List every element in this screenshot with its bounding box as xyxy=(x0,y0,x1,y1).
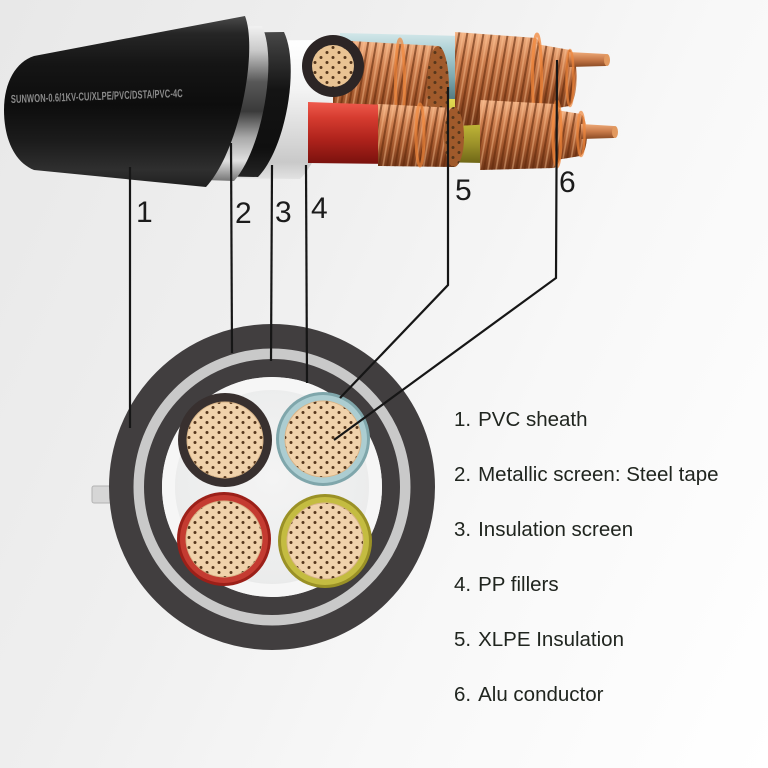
legend-item-number: 2. xyxy=(454,463,472,486)
legend-item-number: 6. xyxy=(454,683,472,706)
callout-number-3: 3 xyxy=(275,196,292,229)
legend-item-xlpe-insulation: 5. XLPE Insulation xyxy=(454,629,764,651)
callout-number-1: 1 xyxy=(136,196,153,229)
callout-numbers: 1 2 3 4 5 6 xyxy=(136,166,576,230)
cable-cross-section xyxy=(91,324,435,650)
cable-3d-view: SUNWON-0.6/1KV-CU/XLPE/PVC/DSTA/PVC-4C xyxy=(4,16,618,187)
legend-item-label: PVC sheath xyxy=(478,408,588,431)
legend-item-number: 1. xyxy=(454,408,472,431)
legend-item-pp-fillers: 4. PP fillers xyxy=(454,574,764,596)
leader-line-5 xyxy=(339,87,450,399)
legend-list: 1. PVC sheath 2. Metallic screen: Steel ta… xyxy=(454,409,764,739)
legend-item-label: Insulation screen xyxy=(478,518,634,541)
leader-line-3 xyxy=(269,164,274,362)
pvc-sheath-layer xyxy=(4,16,250,187)
core-red-cylinder xyxy=(308,102,400,164)
callout-lines xyxy=(128,59,559,441)
cross-core-blue xyxy=(276,392,370,486)
cross-core-black xyxy=(178,393,272,487)
cross-core-yellow xyxy=(278,494,372,588)
conductor-bottom xyxy=(480,99,618,170)
core-red-front xyxy=(308,102,464,168)
legend-item-label: Metallic screen: Steel tape xyxy=(478,463,719,486)
conductor-rod-bottom xyxy=(581,124,617,139)
cable-marking-text: SUNWON-0.6/1KV-CU/XLPE/PVC/DSTA/PVC-4C xyxy=(11,88,183,106)
callout-number-6: 6 xyxy=(559,166,576,199)
legend-item-number: 5. xyxy=(454,628,472,651)
cross-core-red xyxy=(177,492,271,586)
tape-tab xyxy=(91,485,113,504)
legend-item-label: PP fillers xyxy=(478,573,559,596)
legend-item-number: 4. xyxy=(454,573,472,596)
callout-number-5: 5 xyxy=(455,174,472,207)
leader-line-4 xyxy=(304,164,309,384)
leader-line-6 xyxy=(333,59,559,441)
legend-item-label: XLPE Insulation xyxy=(478,628,624,651)
cross-inner-covering-ring xyxy=(162,377,382,597)
leader-line-2 xyxy=(229,142,234,354)
legend-item-label: Alu conductor xyxy=(478,683,604,706)
legend-item-number: 3. xyxy=(454,518,472,541)
legend-item-insulation-screen: 3. Insulation screen xyxy=(454,519,764,541)
legend-item-pvc-sheath: 1. PVC sheath xyxy=(454,409,764,431)
cross-screen-ring xyxy=(144,359,400,615)
callout-number-2: 2 xyxy=(235,197,252,230)
legend-item-alu-conductor: 6. Alu conductor xyxy=(454,684,764,706)
legend-item-metallic-screen: 2. Metallic screen: Steel tape xyxy=(454,464,764,486)
conductor-rod-top xyxy=(569,52,610,67)
callout-number-4: 4 xyxy=(311,192,328,225)
